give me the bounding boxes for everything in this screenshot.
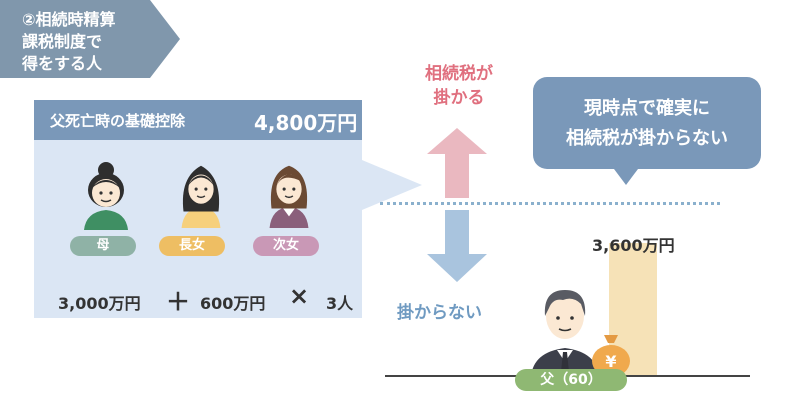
deduction-amount: 4,800万円 — [254, 111, 358, 135]
section-title-line1: ②相続時精算 — [22, 10, 116, 29]
formula-per-heir: 600万円 — [200, 294, 266, 313]
times-sign: × — [289, 282, 310, 310]
formula-base: 3,000万円 — [58, 294, 141, 313]
elder-daughter-icon — [181, 165, 221, 228]
asset-amount: 3,600万円 — [592, 236, 675, 255]
taxed-label: 相続税が 掛かる — [425, 64, 493, 108]
callout-bubble: 現時点で確実に 相続税が掛からない — [533, 77, 761, 169]
section-tab: ②相続時精算 課税制度で 得をする人 — [0, 0, 180, 78]
callout-line2: 相続税が掛からない — [566, 128, 728, 149]
deduction-header — [34, 100, 362, 140]
formula-heir-count: 3人 — [326, 294, 354, 313]
section-title-line2: 課税制度で — [22, 32, 103, 51]
deduction-title: 父死亡時の基礎控除 — [50, 112, 186, 130]
heir-badge-mother: 母 — [70, 236, 136, 256]
heir-badge-elder-daughter: 長女 — [159, 236, 225, 256]
down-arrow-icon — [427, 210, 487, 282]
mother-icon — [84, 162, 128, 230]
younger-daughter-icon — [269, 165, 309, 228]
callout-tail — [614, 169, 638, 185]
father-badge: 父（60） — [515, 369, 627, 391]
up-arrow-icon — [427, 128, 487, 198]
deduction-pointer — [362, 160, 422, 210]
plus-sign: ＋ — [166, 288, 190, 316]
callout-line1: 現時点で確実に — [584, 98, 710, 119]
section-title-line3: 得をする人 — [22, 54, 103, 73]
heir-badge-younger-daughter: 次女 — [253, 236, 319, 256]
svg-text:¥: ¥ — [605, 352, 616, 371]
threshold-line — [380, 202, 720, 205]
untaxed-label: 掛からない — [397, 303, 482, 323]
